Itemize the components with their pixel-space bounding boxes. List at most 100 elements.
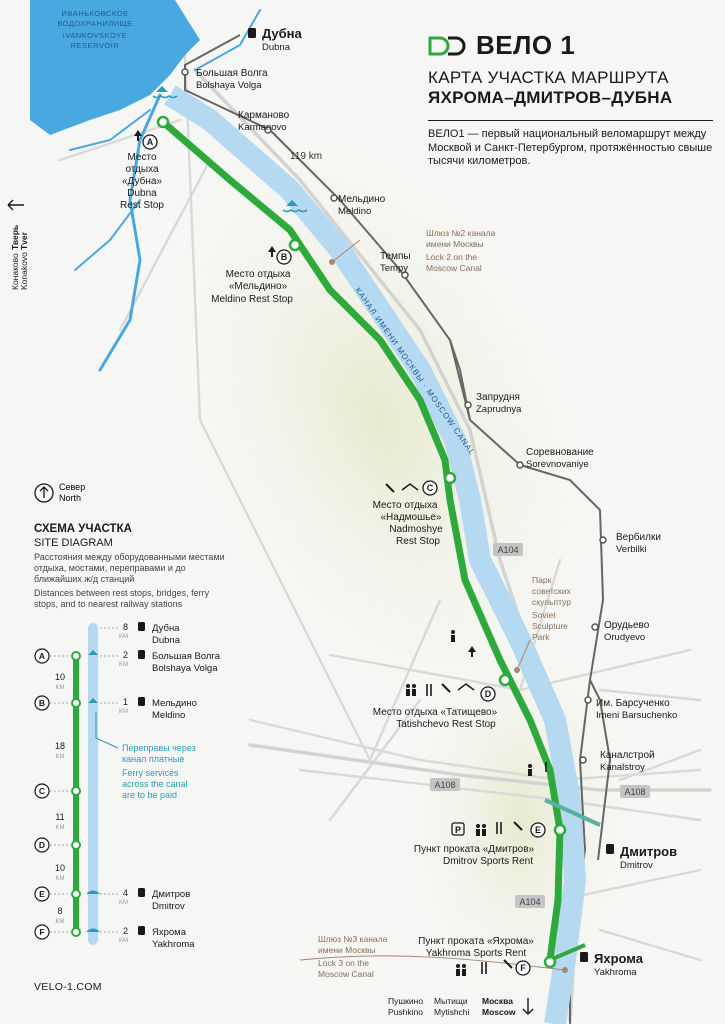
station-label: Им. Барсученко — [596, 698, 670, 709]
sd-segment-unit: KM — [56, 876, 65, 882]
station-label: Карманово — [238, 110, 290, 121]
compass-label: Север — [59, 482, 85, 492]
sd-station-name: Дубна — [152, 623, 180, 634]
sd-station-km: 2 — [123, 650, 128, 660]
sd-letter: F — [39, 927, 44, 937]
park-callout: Парк — [532, 575, 552, 585]
major-station-yakhroma-en: Yakhroma — [594, 967, 637, 978]
major-station-dubna-en: Dubna — [262, 42, 291, 53]
station-label: Tempy — [380, 263, 408, 274]
road-shield-label: A104 — [497, 545, 518, 555]
stop-label: Nadmoshye — [389, 524, 443, 535]
sd-letter: D — [39, 840, 45, 850]
stop-label: Место — [127, 152, 156, 163]
lock3-callout: Шлюз №3 канала — [318, 934, 388, 944]
lock3-callout: Lock 3 on the — [318, 958, 369, 968]
park-callout: Park — [532, 632, 550, 642]
sd-station-name: Большая Волга — [152, 651, 221, 662]
station-label: Sorevnovaniye — [526, 459, 589, 470]
stop-label: Место отдыха — [373, 500, 438, 511]
road-shield-label: A104 — [519, 897, 540, 907]
station-label: Орудьево — [604, 620, 650, 631]
ivankovskoye-reservoir — [30, 0, 200, 135]
station-label: Мельдино — [338, 194, 386, 205]
lock3-leader — [299, 955, 566, 971]
sd-segment-km: 18 — [55, 741, 65, 751]
site-diagram-desc-en: Distances between rest stops, bridges, f… — [34, 588, 210, 609]
route-spur-yakhroma — [549, 943, 586, 962]
stop-label: Meldino Rest Stop — [211, 294, 293, 305]
station-markers — [181, 68, 607, 764]
stop-badge-letter: E — [535, 825, 541, 835]
water-bodies — [30, 0, 200, 135]
station-label: Bolshaya Volga — [196, 80, 262, 91]
stop-badges — [142, 134, 546, 976]
south-exit-label: Moscow — [482, 1007, 516, 1017]
stop-badge-letter: C — [427, 483, 434, 493]
west-exit-label: Konakovo — [19, 252, 29, 290]
train-icon — [248, 28, 614, 962]
site-diagram-desc-ru: Расстояния между оборудованными местами … — [34, 552, 225, 584]
ferry-note: Переправы через — [122, 743, 196, 753]
sd-letter: E — [39, 889, 45, 899]
station-label: Kanalstroy — [600, 762, 645, 773]
stop-badge-letter: B — [281, 252, 288, 262]
sd-segment-km: 10 — [55, 672, 65, 682]
site-diagram-title: СХЕМА УЧАСТКА — [34, 523, 132, 535]
station-label: Meldino — [338, 206, 371, 217]
sd-segment-unit: KM — [56, 685, 65, 691]
sd-station-name: Bolshaya Volga — [152, 663, 218, 674]
sd-segment-unit: KM — [56, 754, 65, 760]
sd-station-name: Dmitrov — [152, 901, 185, 912]
stop-label: «Дубна» — [122, 175, 162, 187]
stop-label: Rest Stop — [120, 200, 164, 211]
lock2-callout: Moscow Canal — [426, 263, 482, 273]
station-label: Запрудня — [476, 392, 520, 403]
sd-segment-km: 10 — [55, 863, 65, 873]
west-exit-label: Тверь — [10, 225, 20, 250]
stop-label: Место отдыха «Татищево» — [373, 707, 498, 718]
stop-label: Пункт проката «Яхрома» — [418, 936, 534, 947]
site-diagram — [34, 623, 120, 945]
west-exit-label: Tver — [19, 231, 29, 250]
footer-url[interactable]: VELO-1.COM — [34, 981, 102, 993]
logo-text: ВЕЛО 1 — [476, 30, 576, 60]
sd-station-name: Yakhroma — [152, 939, 195, 950]
sd-segment-unit: KM — [56, 919, 65, 925]
reservoir-label: RESERVOIR — [71, 41, 120, 50]
map-title-line2: ЯХРОМА–ДМИТРОВ–ДУБНА — [428, 88, 673, 107]
north-compass — [34, 483, 54, 503]
stop-label: Dubna — [127, 188, 157, 199]
sd-station-unit: KM — [119, 709, 128, 715]
stop-badge-letter: F — [520, 963, 526, 973]
station-label: Темпы — [380, 251, 411, 262]
sd-letter: B — [39, 698, 45, 708]
sd-station-km: 1 — [123, 697, 128, 707]
picnic-icon — [134, 130, 476, 657]
south-exit-label: Mytishchi — [434, 1007, 470, 1017]
major-station-yakhroma: Яхрома — [594, 951, 644, 966]
sd-station-unit: KM — [119, 634, 128, 640]
sd-letter: A — [39, 651, 45, 661]
sd-station-unit: KM — [119, 900, 128, 906]
station-label: Imeni Barsuchenko — [596, 710, 677, 721]
station-label: Verbilki — [616, 544, 647, 555]
stop-label: Rest Stop — [396, 536, 440, 547]
south-exit-label: Пушкино — [388, 996, 423, 1006]
reservoir-label: ВОДОХРАНИЛИЩЕ — [57, 19, 132, 28]
stop-label: Yakhroma Sports Rent — [426, 948, 527, 959]
sd-segment-km: 11 — [55, 812, 64, 822]
stop-label: «Мельдино» — [229, 281, 288, 292]
compass-label: North — [59, 493, 81, 503]
south-exit-label: Мытищи — [434, 996, 468, 1006]
velo1-logo: ВЕЛО 1 — [428, 30, 575, 61]
lock2-callout: Шлюз №2 канала — [426, 228, 496, 238]
parking-icon: P — [451, 822, 465, 836]
velo1-route — [159, 118, 564, 964]
reservoir-label: ИВАНЬКОВСКОЕ — [62, 9, 129, 18]
stop-label: Пункт проката «Дмитров» — [414, 844, 535, 855]
stop-label: отдыха — [125, 164, 159, 175]
sd-station-km: 8 — [123, 622, 128, 632]
